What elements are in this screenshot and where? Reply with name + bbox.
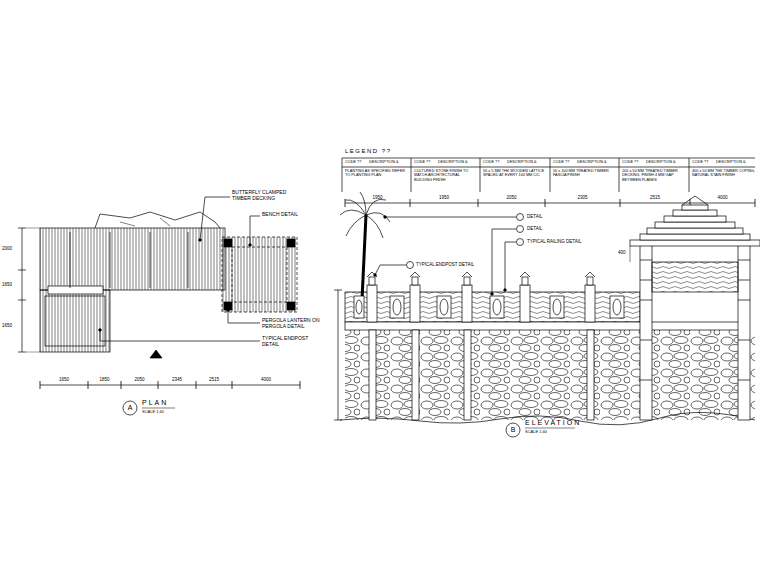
table-header: DESCRIPTION & — [369, 160, 399, 164]
callout-text: BENCH DETAIL — [262, 212, 317, 218]
plan-view — [18, 197, 300, 415]
legend-description: PLANTING AS SPECIFIED REFER TO PLANTING … — [345, 169, 409, 178]
dimension: 2050 — [134, 377, 144, 382]
view-letter: A — [128, 404, 133, 412]
dimension: 1850 — [99, 377, 109, 382]
dimension: 1650 — [59, 377, 69, 382]
dimension: 2515 — [650, 195, 660, 200]
dimension: 1650 — [2, 282, 12, 287]
table-header: DESCRIPTION & — [438, 160, 468, 164]
scale-note: SCALE 1:40 — [525, 430, 547, 435]
legend-description: 50 x 100 MM TREATED TIMBER FASCIA FINISH — [553, 169, 617, 178]
table-header: DESCRIPTION & — [507, 160, 537, 164]
dimension: 1950 — [372, 195, 382, 200]
legend-description: CULTURED STONE FINISH TO MATCH ARCHITECT… — [414, 169, 478, 182]
legend-description: 400 x 50 MM THK TIMBER COPING, NATURAL S… — [692, 169, 756, 178]
dimension: 400 — [618, 250, 626, 255]
table-header: DESCRIPTION & — [646, 160, 676, 164]
table-header: CODE ?? — [692, 160, 708, 164]
table-header: CODE ?? — [483, 160, 499, 164]
callout-text: TYPICAL RAILING DETAIL — [527, 239, 582, 244]
dimension: 4000 — [261, 377, 271, 382]
view-title: ELEVATION — [525, 419, 581, 427]
dimension: 1950 — [439, 195, 449, 200]
legend-description: 100 x 50 MM TREATED TIMBER DECKING, FINI… — [622, 169, 686, 182]
dimension: 2050 — [506, 195, 516, 200]
dimension: 2305 — [577, 195, 587, 200]
view-title: PLAN — [142, 399, 168, 407]
elevation-view — [334, 158, 760, 437]
legend-heading: LEGEND ?? — [345, 148, 392, 155]
callout-text: DETAIL — [527, 214, 542, 219]
dimension: 4000 — [717, 195, 727, 200]
table-header: CODE ?? — [622, 160, 638, 164]
callout-text: TYPICAL ENDPOST DETAIL — [262, 336, 324, 348]
scale-note: SCALE 1:40 — [142, 410, 164, 415]
view-letter: B — [511, 426, 516, 434]
table-header: CODE ?? — [345, 160, 361, 164]
dimension: 2515 — [209, 377, 219, 382]
callout-text: DETAIL — [527, 226, 542, 231]
table-header: CODE ?? — [553, 160, 569, 164]
table-header: DESCRIPTION & — [716, 160, 746, 164]
dimension: 2000 — [2, 246, 12, 251]
table-header: CODE ?? — [414, 160, 430, 164]
callout-text: PERGOLA LANTERN ON PERGOLA DETAIL — [262, 318, 324, 330]
callout-text: TYPICAL ENDPOST DETAIL — [416, 262, 474, 267]
dimension: 2345 — [172, 377, 182, 382]
callout-text: BUTTERFLY CLAMPED TIMBER DECKING — [232, 190, 294, 202]
dimension: 1650 — [2, 323, 12, 328]
table-header: DESCRIPTION & — [577, 160, 607, 164]
legend-description: 50 x 5 MM THK WOODEN LATTICE SPACED AT E… — [483, 169, 547, 178]
